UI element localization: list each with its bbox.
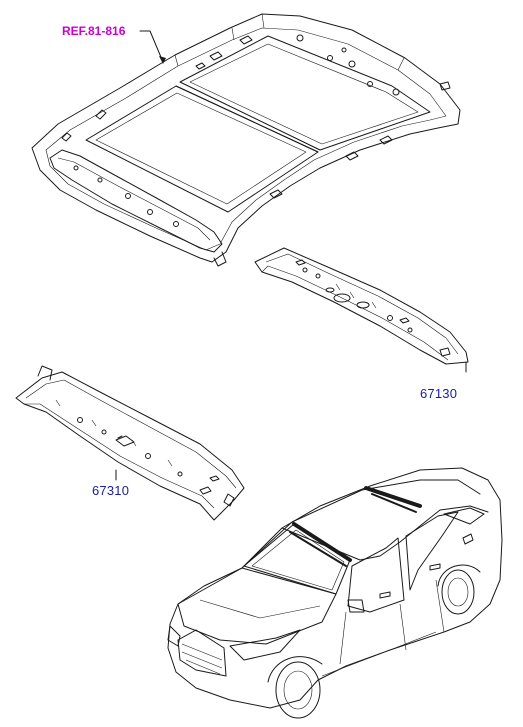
part-number-label[interactable]: 67310 [92, 483, 130, 498]
rear-roof-rail [254, 247, 469, 365]
roof-panel [31, 13, 461, 267]
ref-leader-arrow [159, 56, 166, 64]
ref-label[interactable]: REF.81-816 [62, 24, 126, 38]
part-number-label[interactable]: 67130 [420, 386, 458, 401]
ref-leader-line [139, 30, 164, 63]
car-illustration [167, 467, 503, 719]
front-roof-rail [15, 365, 245, 521]
